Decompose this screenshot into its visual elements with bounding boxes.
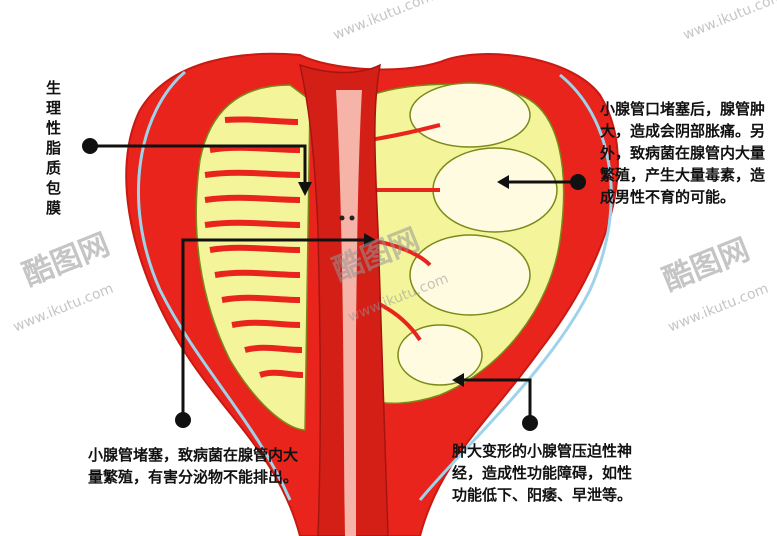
label-duct-blockage: 小腺管堵塞，致病菌在腺管内大量繁殖，有害分泌物不能排出。 bbox=[88, 446, 299, 486]
pointer-bottom-right bbox=[452, 373, 538, 431]
pointer-top-right bbox=[497, 174, 586, 190]
urethra-lumen bbox=[336, 90, 362, 536]
outer-blue-outline-right bbox=[418, 73, 613, 501]
label-duct-blockage-swelling: 小腺管口堵塞后，腺管肿大，造成会阴部胀痛。另外，致病菌在腺管内大量繁殖，产生大量… bbox=[600, 100, 766, 206]
label-lipid-membrane: 生理性脂质包膜 bbox=[46, 79, 62, 217]
left-lobule-stripes bbox=[204, 116, 304, 378]
outer-blue-outline-left bbox=[136, 70, 292, 501]
pointer-membrane bbox=[82, 138, 312, 196]
label-deformed-duct-nerve: 肿大变形的小腺管压迫性神经，造成性功能障碍，如性功能低下、阳痿、早泄等。 bbox=[452, 442, 633, 504]
pointer-bottom-left bbox=[175, 233, 376, 428]
